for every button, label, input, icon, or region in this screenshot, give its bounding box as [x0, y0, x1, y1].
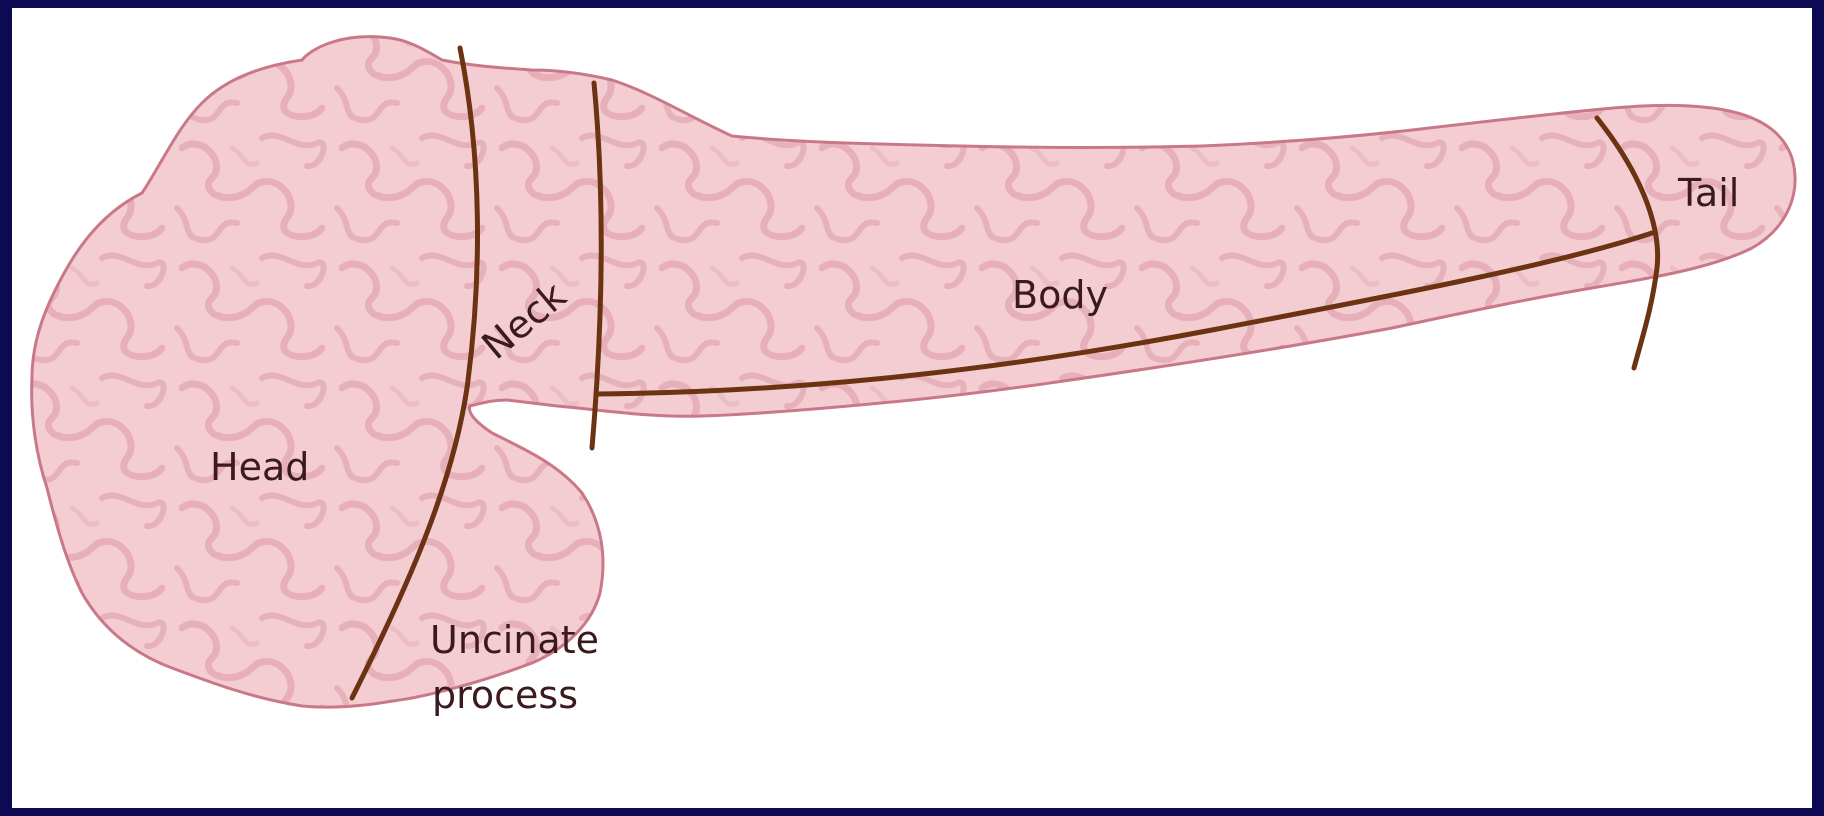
- pancreas-diagram: Head Neck Body Tail Uncinate process: [12, 8, 1812, 808]
- label-tail: Tail: [1677, 171, 1739, 215]
- label-uncinate-line2: process: [432, 673, 578, 717]
- label-body: Body: [1012, 273, 1108, 317]
- diagram-frame: Head Neck Body Tail Uncinate process: [12, 8, 1812, 808]
- label-uncinate-line1: Uncinate: [430, 618, 599, 662]
- pancreas-organ: [32, 37, 1795, 707]
- label-head: Head: [210, 445, 309, 489]
